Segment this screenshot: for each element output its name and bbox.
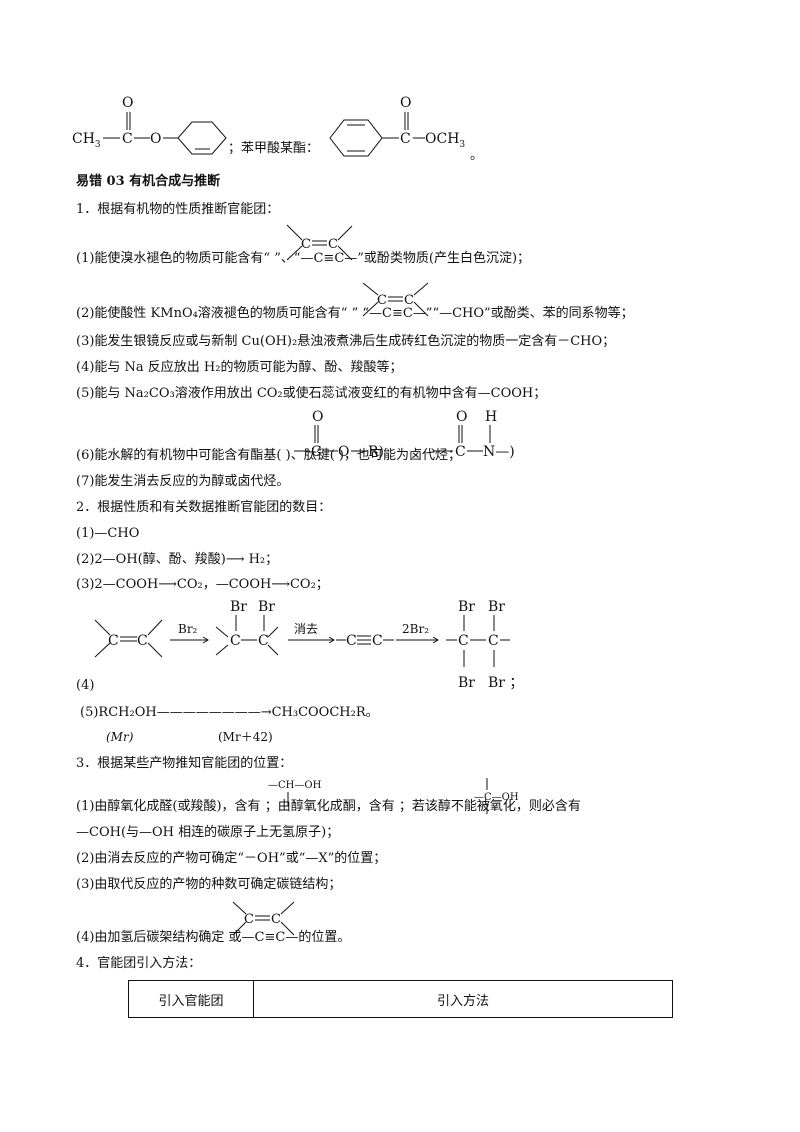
svg-text:—C—OH: —C—OH xyxy=(474,792,519,803)
svg-text:C: C xyxy=(271,912,281,927)
s4-title: 4．官能团引入方法： xyxy=(76,956,202,971)
bromination-scheme: C C Br₂ Br Br C C 消去 C C 2Br₂ Br Br C C … xyxy=(94,599,523,691)
table-header-method: 引入方法 xyxy=(253,980,673,1018)
peptide-bond-structure: O H C N—) xyxy=(433,409,515,460)
svg-text:CH3: CH3 xyxy=(72,131,101,150)
svg-text:Br: Br xyxy=(258,599,275,615)
svg-text:O: O xyxy=(456,409,467,425)
methyl-benzoate-structure: O C OCH3 xyxy=(329,95,465,157)
svg-text:Br ；: Br ； xyxy=(488,675,523,691)
s1-item-6: (6)能水解的有机物中可能含有酯基( )、肽键( )，也可能为卤代烃； xyxy=(76,448,461,463)
svg-text:O: O xyxy=(400,95,411,111)
svg-text:C: C xyxy=(244,912,254,927)
svg-text:Br: Br xyxy=(458,675,475,691)
svg-text:N—): N—) xyxy=(483,444,515,460)
s1-item-2: (2)能使酸性 KMnO₄溶液褪色的物质可能含有“ ” “—C≡C—”“—CHO… xyxy=(76,306,634,321)
svg-text:C: C xyxy=(122,131,133,147)
svg-text:Br: Br xyxy=(230,599,247,615)
mr-right: (Mr＋42) xyxy=(218,730,273,744)
svg-text:O: O xyxy=(338,444,349,460)
s2-item-4: (4) xyxy=(76,678,95,693)
svg-text:C: C xyxy=(301,237,311,252)
svg-text:C: C xyxy=(377,293,387,308)
svg-text:C: C xyxy=(258,633,269,649)
s2-title: 2．根据性质和有关数据推断官能团的数目： xyxy=(76,500,332,515)
svg-text:—CH—OH: —CH—OH xyxy=(268,780,322,791)
svg-text:Br: Br xyxy=(488,599,505,615)
s2-item-3: (3)2—COOH⟶CO₂，—COOH⟶CO₂； xyxy=(76,577,329,592)
svg-text:C: C xyxy=(400,131,411,147)
svg-text:Br: Br xyxy=(458,599,475,615)
svg-text:消去: 消去 xyxy=(294,622,318,636)
svg-text:O: O xyxy=(150,131,161,147)
svg-text:C: C xyxy=(404,293,414,308)
alkene-structure-2: C C xyxy=(362,282,429,317)
ch-oh-structure: —CH—OH xyxy=(268,780,322,806)
svg-text:C: C xyxy=(346,633,357,649)
s1-item-1: (1)能使溴水褪色的物质可能含有“ ”、“—C≡C—”或酚类物质(产生白色沉淀)… xyxy=(76,251,531,266)
svg-text:C: C xyxy=(137,633,148,649)
table-header-group: 引入官能团 xyxy=(128,980,254,1018)
s1-item-5: (5)能与 Na₂CO₃溶液作用放出 CO₂或使石蕊试液变红的有机物中含有—CO… xyxy=(76,386,547,401)
svg-text:OCH3: OCH3 xyxy=(425,131,465,150)
s1-item-4: (4)能与 Na 反应放出 H₂的物质可能为醇、酚、羧酸等； xyxy=(76,360,403,375)
svg-text:2Br₂: 2Br₂ xyxy=(402,622,429,636)
alkene-structure-3: C C xyxy=(232,901,295,936)
s3-item-1-cont: —COH(与—OH 相连的碳原子上无氢原子)； xyxy=(76,825,340,840)
ester-group-structure: O C O R) xyxy=(294,409,384,460)
svg-text:C: C xyxy=(372,633,383,649)
benzoate-label: ；苯甲酸某酯： xyxy=(228,141,320,156)
s3-item-1: (1)由醇氧化成醛(或羧酸)，含有 ；由醇氧化成酮，含有 ；若该醇不能被氧化，则… xyxy=(76,799,581,814)
s2-item-1: (1)—CHO xyxy=(76,526,140,541)
s1-item-3: (3)能发生银镜反应或与新制 Cu(OH)₂悬浊液煮沸后生成砖红色沉淀的物质一定… xyxy=(76,334,616,349)
svg-text:Br₂: Br₂ xyxy=(178,622,198,636)
s2-item-2: (2)2—OH(醇、酚、羧酸)⟶ H₂； xyxy=(76,552,279,567)
svg-text:C: C xyxy=(328,237,338,252)
phenyl-acetate-structure: O CH3 C O xyxy=(72,95,227,155)
s1-title: 1．根据有机物的性质推断官能团： xyxy=(76,202,280,217)
s3-item-3: (3)由取代反应的产物的种数可确定碳链结构； xyxy=(76,877,342,892)
s3-item-4: (4)由加氢后碳架结构确定 或—C≡C—的位置。 xyxy=(76,930,351,945)
svg-text:R): R) xyxy=(368,444,384,460)
svg-text:C: C xyxy=(108,633,119,649)
mr-left: (Mr) xyxy=(106,730,134,744)
alkene-structure-1: C C xyxy=(286,224,353,261)
svg-text:C: C xyxy=(488,633,499,649)
s3-title: 3．根据某些产物推知官能团的位置： xyxy=(76,756,293,771)
svg-text:O: O xyxy=(122,95,133,111)
svg-text:C: C xyxy=(230,633,241,649)
svg-text:O: O xyxy=(312,409,323,425)
svg-text:C: C xyxy=(455,444,466,460)
svg-text:C: C xyxy=(458,633,469,649)
c-oh-structure: —C—OH xyxy=(474,778,519,814)
s1-item-7: (7)能发生消去反应的为醇或卤代烃。 xyxy=(76,474,290,489)
svg-text:H: H xyxy=(485,409,497,425)
section-heading: 易错 03 有机合成与推断 xyxy=(76,174,221,189)
svg-text:C: C xyxy=(311,444,322,460)
period-mark: 。 xyxy=(470,148,484,163)
introduction-methods-table: 引入官能团 引入方法 xyxy=(128,980,673,1018)
s2-item-5: (5)RCH₂OH————————→CH₃COOCH₂R。 xyxy=(80,705,379,720)
s3-item-2: (2)由消去反应的产物可确定“－OH”或“—X”的位置； xyxy=(76,851,387,866)
